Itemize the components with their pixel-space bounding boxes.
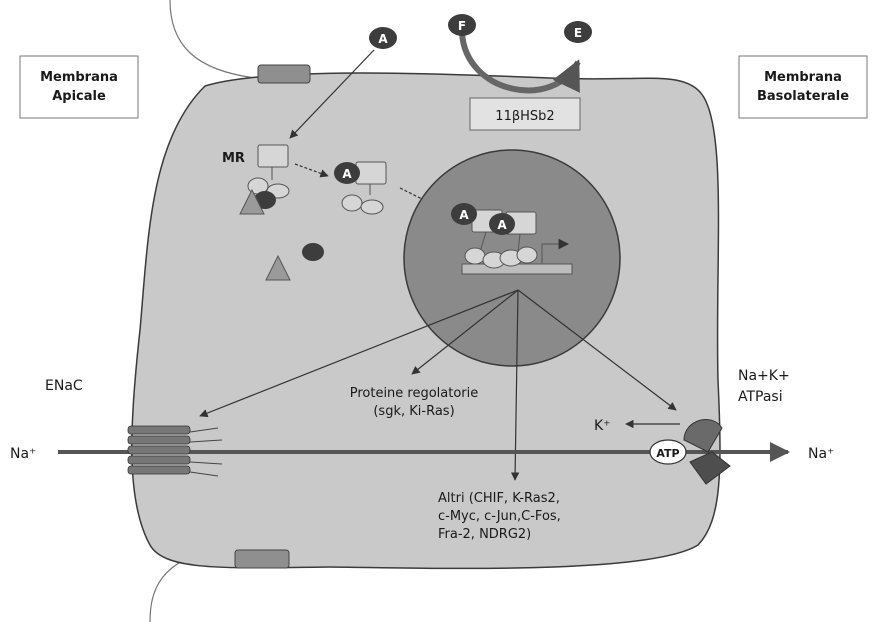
apical-label-line2: Apicale [52, 89, 106, 104]
aldosterone-molecule-nucleus-2: A [489, 213, 515, 235]
regulatory-proteins-label: Proteine regolatorie [350, 386, 479, 401]
aldosterone-molecule-nucleus-1: A [451, 203, 477, 225]
mr-receptor-complex [239, 144, 290, 215]
svg-text:A: A [342, 167, 352, 181]
arrow-to-na-k-pump [517, 289, 677, 411]
arrow-to-regulatory-proteins [411, 289, 519, 375]
arrow-to-enac [199, 289, 519, 418]
basolateral-membrane-label: Membrana Basolaterale [738, 55, 868, 119]
na-k-atpase-pump [683, 419, 731, 485]
conversion-arrow [459, 32, 581, 94]
arrow-to-other-genes [510, 289, 520, 481]
potassium-label: K⁺ [594, 418, 611, 434]
svg-text:A: A [459, 208, 469, 222]
svg-text:A: A [497, 218, 507, 232]
aldosterone-entry-arrow [289, 49, 375, 139]
cortisone-molecule: E [564, 21, 592, 43]
released-chaperone-triangle [265, 254, 291, 281]
svg-text:A: A [378, 32, 388, 46]
enac-channel [127, 425, 223, 477]
other-genes-line1: Altri (CHIF, K-Ras2, [438, 491, 560, 506]
tight-junction-bottom [234, 549, 290, 569]
neighbor-cell-outline-top [169, 0, 256, 79]
mr-binding-arrow [294, 163, 329, 178]
apical-label-line1: Membrana [40, 70, 118, 85]
aldosterone-mr-complex: A [334, 161, 387, 215]
svg-text:E: E [574, 26, 582, 40]
svg-text:F: F [458, 19, 466, 33]
aldosterone-molecule-top: A [369, 27, 397, 49]
na-k-atpase-label-line2: ATPasi [738, 389, 783, 405]
atp-label: ATP [656, 447, 679, 460]
released-chaperone [302, 243, 324, 261]
cortisol-molecule: F [448, 14, 476, 36]
atp-molecule: ATP [649, 439, 687, 465]
sodium-label-apical: Na⁺ [10, 446, 36, 462]
regulatory-proteins-examples: (sgk, Ki-Ras) [373, 404, 454, 419]
other-genes-line3: Fra-2, NDRG2) [438, 527, 531, 542]
enac-label: ENaC [45, 378, 83, 394]
basolateral-label-line1: Membrana [764, 70, 842, 85]
sodium-label-basolateral: Na⁺ [808, 446, 834, 462]
na-k-atpase-label-line1: Na+K+ [738, 368, 790, 384]
apical-membrane-label: Membrana Apicale [19, 55, 139, 119]
basolateral-label-line2: Basolaterale [757, 89, 849, 104]
other-genes-line2: c-Myc, c-Jun,C-Fos, [438, 509, 561, 524]
mr-label: MR [222, 151, 245, 166]
enzyme-label: 11βHSb2 [495, 109, 554, 124]
tight-junction-top [257, 64, 311, 84]
enzyme-box [469, 97, 581, 131]
